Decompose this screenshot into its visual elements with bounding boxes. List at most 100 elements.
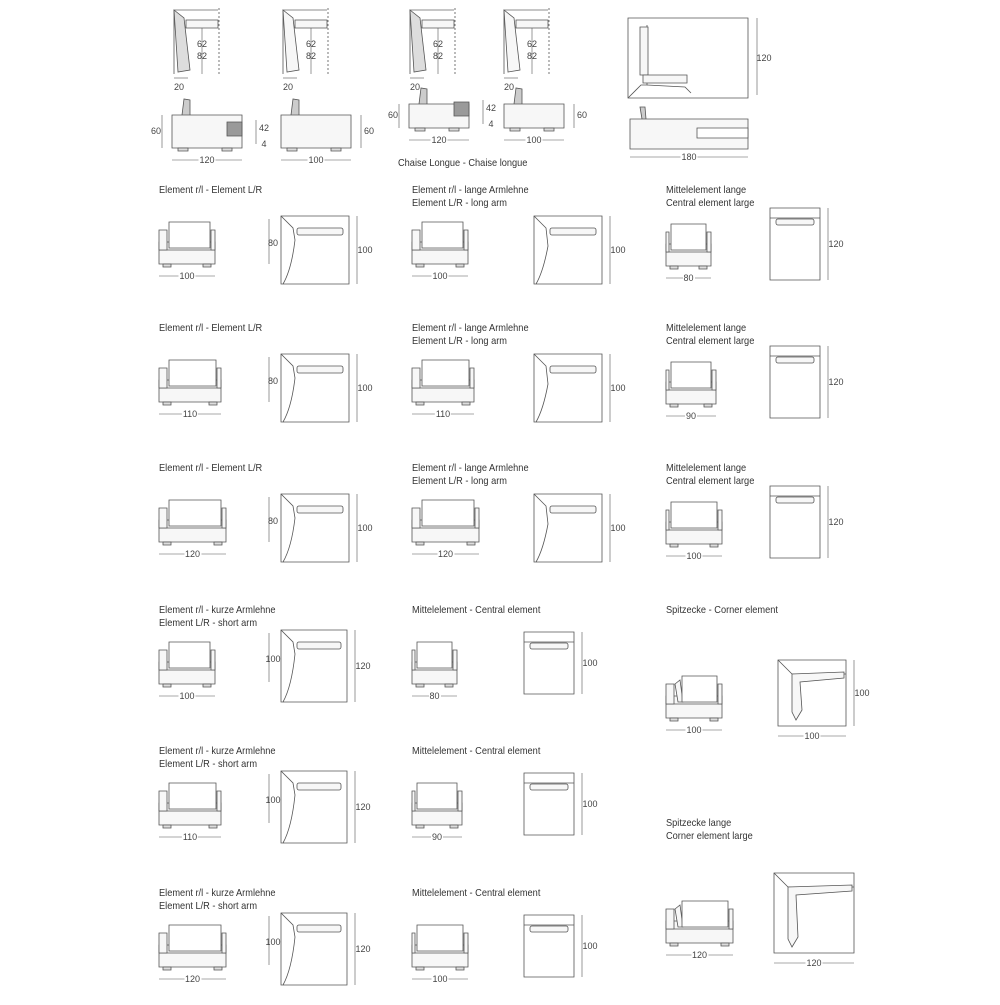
top-view [281,354,379,442]
foot [416,402,424,405]
module-title-line: Mittelelement - Central element [412,745,541,757]
foot [456,967,464,970]
foot [710,544,718,547]
foot [203,264,211,267]
height-label: 60 [576,110,588,120]
foot [510,128,520,131]
foot [416,264,424,267]
foot [287,148,297,151]
right-side [217,791,221,811]
top-view [770,208,850,300]
right-side [458,791,462,811]
side-section-view [172,8,247,93]
top-depth-label: 100 [265,794,281,805]
right-side [729,909,733,929]
top-width-label: 100 [610,245,626,255]
back-cushion [776,497,814,503]
top-view [281,494,379,582]
depth-label: 62 [196,39,208,49]
foot [163,402,171,405]
front-view [412,358,484,424]
back-cushion [169,222,210,248]
arm-outline [281,354,295,422]
foot [544,128,554,131]
back-cushion [530,643,568,649]
seat-cushion [643,75,687,83]
top-width-label: 100 [803,731,821,741]
back-cushion [297,642,341,649]
back-cushion [550,228,596,235]
front-width-label: 80 [428,691,441,701]
back-cushion [417,642,452,668]
foot [670,718,678,721]
side-section-view [281,8,356,93]
top-outline [524,632,574,694]
chaise-depth-label: 120 [756,53,772,63]
front-view [159,358,231,424]
front-width-label: 90 [430,832,444,842]
armrest-section [454,102,469,116]
foot [456,264,464,267]
top-view [534,216,632,304]
right-side [222,508,226,528]
back-cushion [169,783,216,809]
height-label: 60 [363,125,375,136]
foot [670,404,678,407]
seat-body [504,104,564,128]
front-width-label: 120 [183,549,202,559]
top-width-label: 120 [828,377,844,387]
arm-outline [534,216,548,284]
backrest [291,99,299,115]
front-view [159,220,225,286]
cushion-section [422,20,454,28]
right-side [470,368,474,388]
front-width-label: 120 [690,950,709,960]
left-arm [412,650,415,670]
front-view [412,640,467,706]
back-cushion [297,366,343,373]
right-side [211,650,215,670]
backrest [182,99,190,115]
module-title-line: Element L/R - short arm [159,900,258,912]
top-view [778,660,876,746]
cushion-section [186,20,218,28]
back-cushion [776,357,814,363]
front-view [666,674,732,740]
module-title-line: Central element large [666,475,755,487]
front-view [412,923,478,989]
back-cushion [169,642,210,668]
top-width-label: 100 [357,523,373,533]
front-width-label: 100 [178,691,196,701]
foot [445,684,453,687]
left-arm [159,791,167,811]
arm-depth-label: 20 [408,82,422,92]
back-cushion [297,228,343,235]
module-title-line: Mittelelement lange [666,462,747,474]
module-title-line: Element r/l - kurze Armlehne [159,745,276,757]
front-width-label: 110 [181,832,199,842]
module-title-line: Element L/R - short arm [159,617,258,629]
backrest-section [504,10,520,72]
top-width-label: 100 [582,941,598,951]
arm-outline [534,354,548,422]
left-arm [159,933,167,953]
top-view [524,632,604,714]
foot-height-label: 4 [261,139,267,149]
corner-cushion [788,885,852,947]
side-elevation-view [279,97,389,182]
right-side [718,510,722,530]
right-side [453,650,457,670]
cushion-section [516,20,548,28]
foot [209,825,217,828]
top-width-label: 120 [828,239,844,249]
left-arm [412,791,415,811]
width-label: 100 [525,135,543,145]
top-outline [524,915,574,977]
top-view [534,354,632,442]
left-arm [412,933,415,953]
right-side [718,684,722,704]
top-outline [524,773,574,835]
module-title-line: Mittelelement lange [666,184,747,196]
foot [721,943,729,946]
back-cushion [297,783,341,790]
